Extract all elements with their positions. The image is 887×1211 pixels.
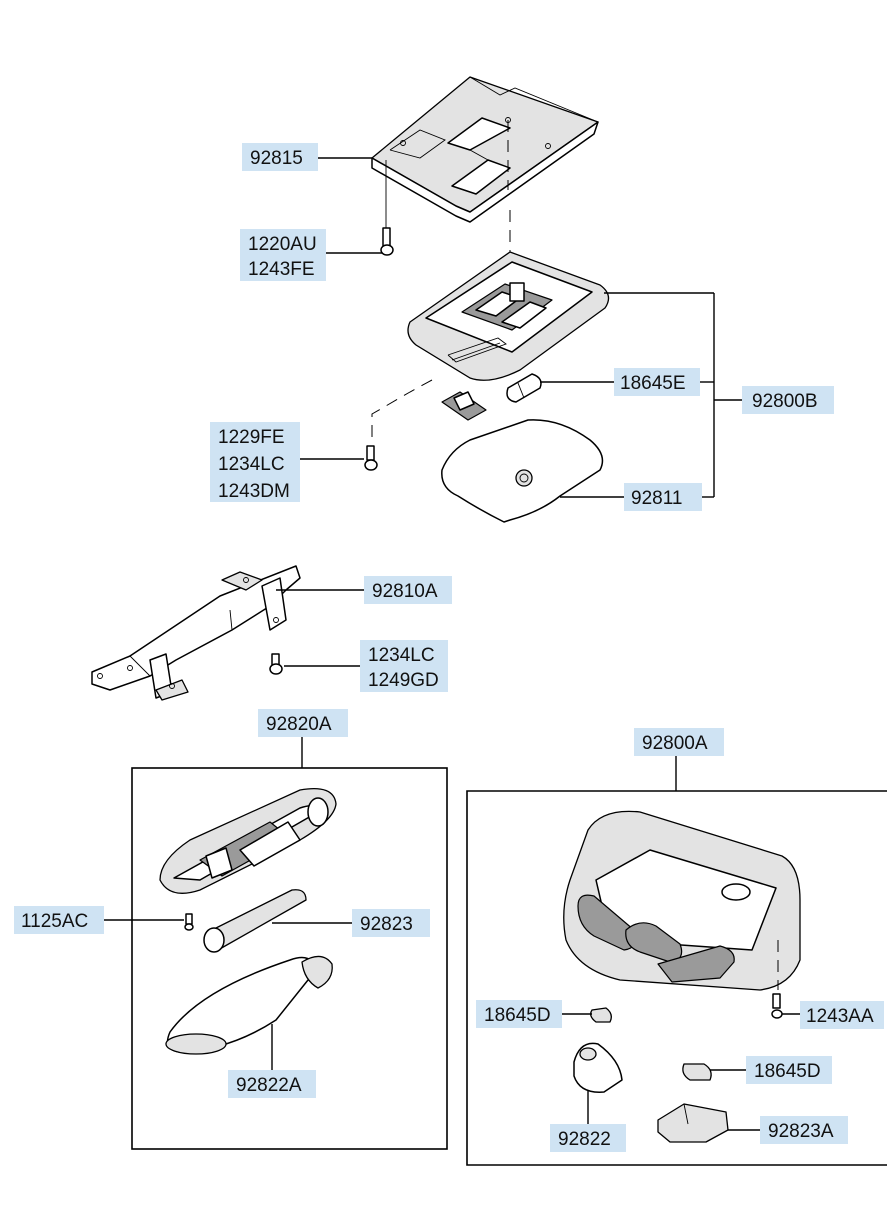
bulb-18645e-drawing bbox=[506, 373, 542, 403]
assembly-box-92820a bbox=[131, 767, 448, 1150]
svg-text:92823: 92823 bbox=[360, 914, 413, 935]
label-92823: 92823 bbox=[352, 909, 430, 937]
svg-text:1220AU: 1220AU bbox=[248, 234, 317, 255]
mounting-bracket-drawing bbox=[91, 565, 301, 701]
lamp-housing-drawing bbox=[159, 787, 337, 894]
label-92800a: 92800A bbox=[634, 728, 724, 756]
bulb-18645d-left-drawing bbox=[590, 1007, 612, 1023]
svg-text:18645D: 18645D bbox=[754, 1061, 821, 1082]
svg-text:1243DM: 1243DM bbox=[218, 481, 290, 502]
svg-text:1243FE: 1243FE bbox=[248, 259, 315, 280]
small-cover-drawing bbox=[657, 1103, 729, 1143]
svg-text:18645D: 18645D bbox=[484, 1005, 551, 1026]
label-92810a: 92810A bbox=[364, 576, 452, 604]
label-92823a: 92823A bbox=[760, 1116, 848, 1144]
svg-text:92820A: 92820A bbox=[266, 714, 332, 735]
label-18645d-left: 18645D bbox=[476, 1000, 562, 1028]
svg-text:92800B: 92800B bbox=[752, 391, 818, 412]
svg-text:1125AC: 1125AC bbox=[21, 911, 88, 932]
assembly-box-92800a bbox=[466, 790, 887, 1166]
svg-text:92822: 92822 bbox=[558, 1129, 611, 1150]
label-18645d-right: 18645D bbox=[746, 1056, 832, 1084]
svg-text:92800A: 92800A bbox=[642, 733, 708, 754]
label-92822a: 92822A bbox=[228, 1070, 316, 1098]
bulb-18645d-right-drawing bbox=[682, 1063, 712, 1081]
tube-bulb-drawing bbox=[203, 889, 307, 953]
svg-text:92823A: 92823A bbox=[768, 1121, 834, 1142]
screw-1234lc-drawing bbox=[269, 653, 283, 675]
svg-text:1249GD: 1249GD bbox=[368, 670, 439, 691]
clip-drawing bbox=[441, 391, 487, 421]
svg-text:92811: 92811 bbox=[631, 488, 682, 509]
svg-text:92810A: 92810A bbox=[372, 581, 438, 602]
label-1125ac: 1125AC bbox=[14, 906, 104, 934]
leader-lines bbox=[104, 157, 800, 1131]
label-92800b: 92800B bbox=[742, 386, 834, 414]
svg-text:92815: 92815 bbox=[250, 148, 303, 169]
label-1234lc-bracket: 1234LC 1249GD bbox=[360, 640, 448, 692]
label-1243aa: 1243AA bbox=[800, 1001, 884, 1029]
label-92820a: 92820A bbox=[258, 709, 348, 737]
screw-1243aa-drawing bbox=[771, 993, 783, 1019]
svg-text:1234LC: 1234LC bbox=[218, 454, 285, 475]
svg-text:92822A: 92822A bbox=[236, 1075, 302, 1096]
lamp-lens-drawing bbox=[165, 955, 333, 1055]
overhead-console-drawing bbox=[563, 810, 801, 991]
label-92811: 92811 bbox=[624, 483, 702, 511]
screw-1125ac-drawing bbox=[184, 913, 194, 931]
svg-text:18645E: 18645E bbox=[620, 373, 686, 394]
svg-text:1234LC: 1234LC bbox=[368, 645, 435, 666]
lens-cover-drawing bbox=[441, 419, 604, 523]
console-housing-drawing bbox=[407, 251, 610, 381]
bracket-plate-drawing bbox=[371, 76, 599, 280]
small-lens-drawing bbox=[573, 1042, 623, 1093]
label-18645e: 18645E bbox=[614, 368, 700, 396]
screw-1229fe-drawing bbox=[364, 445, 378, 471]
screw-1220au-drawing bbox=[380, 160, 394, 256]
label-92815: 92815 bbox=[242, 143, 318, 171]
svg-text:1229FE: 1229FE bbox=[218, 427, 285, 448]
label-1229fe: 1229FE 1234LC 1243DM bbox=[210, 422, 300, 502]
svg-text:1243AA: 1243AA bbox=[806, 1006, 874, 1027]
label-92822: 92822 bbox=[550, 1124, 626, 1152]
label-1220au: 1220AU 1243FE bbox=[240, 229, 326, 281]
